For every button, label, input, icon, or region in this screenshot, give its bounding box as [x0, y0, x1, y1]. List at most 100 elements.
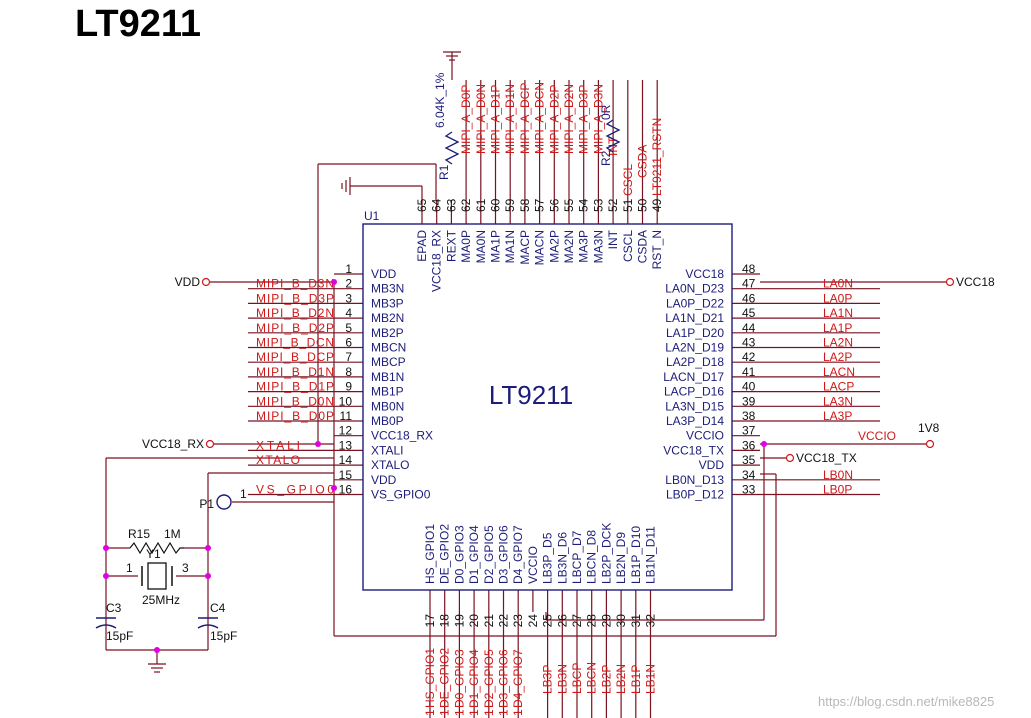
- pin-name: MACP: [518, 230, 532, 265]
- pin-number: 15: [339, 468, 353, 482]
- pin-name: LB1N_D11: [644, 526, 658, 584]
- pin-name: MB2P: [371, 326, 404, 340]
- ground-symbol: [341, 177, 351, 195]
- pin-number: 9: [345, 380, 352, 394]
- pin-number: 44: [742, 321, 756, 335]
- pin-number: 64: [430, 198, 444, 212]
- pin-name: MB3P: [371, 296, 404, 310]
- pin-number: 20: [467, 614, 481, 628]
- pin-number: 47: [742, 277, 756, 291]
- net-label: LACP: [823, 380, 854, 394]
- pin-name: MACN: [533, 230, 547, 265]
- junction-dot: [331, 279, 337, 285]
- pin-prefix: 1: [452, 709, 466, 716]
- pin-name: LBCP_D7: [570, 530, 584, 584]
- pin-name: LA1P_D20: [666, 326, 724, 340]
- net-label: HS_GPIO1: [423, 648, 437, 708]
- pin-number: 19: [452, 614, 466, 628]
- net-label: MIPI_A_D1N: [503, 84, 517, 154]
- capacitor-plate: [95, 624, 117, 629]
- pin-number: 65: [415, 198, 429, 212]
- pin-number: 7: [345, 350, 352, 364]
- pin-name: MA1P: [489, 230, 503, 263]
- pin-name: D4_GPIO7: [511, 525, 525, 584]
- pin-number: 39: [742, 394, 756, 408]
- port-label: 1V8: [918, 421, 940, 435]
- pin-name: XTALI: [371, 443, 403, 457]
- net-label: D4_GPIO7: [511, 649, 525, 708]
- port-circle: [205, 439, 215, 449]
- pin-name: MB3N: [371, 282, 404, 296]
- net-label: LB2N: [614, 664, 628, 694]
- net-label: LA1N: [823, 306, 853, 320]
- pin-name: LA2P_D18: [666, 355, 724, 369]
- pin-name: VCC18_RX: [430, 230, 444, 292]
- pin-name: CSDA: [636, 230, 650, 263]
- c3-value: 15pF: [106, 629, 133, 643]
- pin-number: 18: [438, 614, 452, 628]
- pin-prefix: 1: [497, 709, 511, 716]
- resistor-r15: [129, 541, 184, 555]
- net-label: MIPI_B_DCN: [256, 336, 334, 350]
- pin-name: MB1P: [371, 385, 404, 399]
- junction-dot: [205, 573, 211, 579]
- pin-number: 46: [742, 291, 756, 305]
- pin-name: REXT: [444, 229, 458, 262]
- net-label: LB3P: [541, 665, 555, 694]
- pin-name: MA0N: [474, 230, 488, 263]
- net-label: MIPI_B_D3N: [256, 277, 334, 291]
- p1-pin: 1: [240, 487, 247, 501]
- pin-name: MA3N: [591, 230, 605, 263]
- junction-dot: [103, 545, 109, 551]
- net-label: MIPI_A_DCP: [518, 83, 532, 154]
- net-label: XTALI: [256, 438, 300, 452]
- pin-name: D0_GPIO3: [452, 525, 466, 584]
- pin-number: 29: [599, 614, 613, 628]
- r2-ref: R2: [599, 150, 613, 166]
- net-label: LA0N: [823, 277, 853, 291]
- pin-name: CSCL: [621, 230, 635, 262]
- pin-number: 48: [742, 262, 756, 276]
- pin-number: 27: [570, 614, 584, 628]
- pin-number: 30: [614, 614, 628, 628]
- pin-prefix: 1: [438, 709, 452, 716]
- r1-value: 6.04K_1%: [433, 72, 447, 128]
- pin-number: 51: [621, 198, 635, 212]
- pin-name: MA3P: [577, 230, 591, 263]
- pin-number: 42: [742, 350, 756, 364]
- net-label: MIPI_B_D1P: [256, 380, 334, 394]
- pin-number: 25: [541, 614, 555, 628]
- pin-number: 37: [742, 424, 756, 438]
- net-label: LA3N: [823, 394, 853, 408]
- r2-zigzag: [605, 119, 621, 153]
- junction-dot: [103, 573, 109, 579]
- y1-pin1: 1: [126, 561, 133, 575]
- net-label: MIPI_A_D1P: [489, 85, 503, 154]
- pin-name: MB0N: [371, 399, 404, 413]
- pin-name: VCCIO: [526, 546, 540, 584]
- pin-name: VDD: [371, 473, 397, 487]
- pin-number: 31: [629, 614, 643, 628]
- net-label: LB0N: [823, 468, 853, 482]
- p1-ref: P1: [199, 497, 214, 511]
- junction-dot: [761, 441, 767, 447]
- pin-name: INT: [606, 229, 620, 249]
- pin-number: 54: [577, 198, 591, 212]
- pin-name: VDD: [699, 458, 725, 472]
- pin-name: RST_N: [650, 230, 664, 269]
- pin-name: MBCN: [371, 341, 406, 355]
- junction-dot: [331, 485, 337, 491]
- net-label: D3_GPIO6: [497, 649, 511, 708]
- pin-number: 22: [497, 614, 511, 628]
- pin-name: D2_GPIO5: [482, 525, 496, 584]
- pin-name: LB1P_D10: [629, 526, 643, 584]
- pin-prefix: 1: [423, 709, 437, 716]
- c4-ref: C4: [210, 601, 226, 615]
- pin-name: LA3N_D15: [665, 399, 724, 413]
- net-label: MIPI_B_D1N: [256, 365, 334, 379]
- net-label: MIPI_A_D3N: [591, 84, 605, 154]
- port-label: VCC18: [956, 275, 995, 289]
- pin-number: 56: [547, 198, 561, 212]
- net-label: MIPI_A_D3P: [577, 85, 591, 154]
